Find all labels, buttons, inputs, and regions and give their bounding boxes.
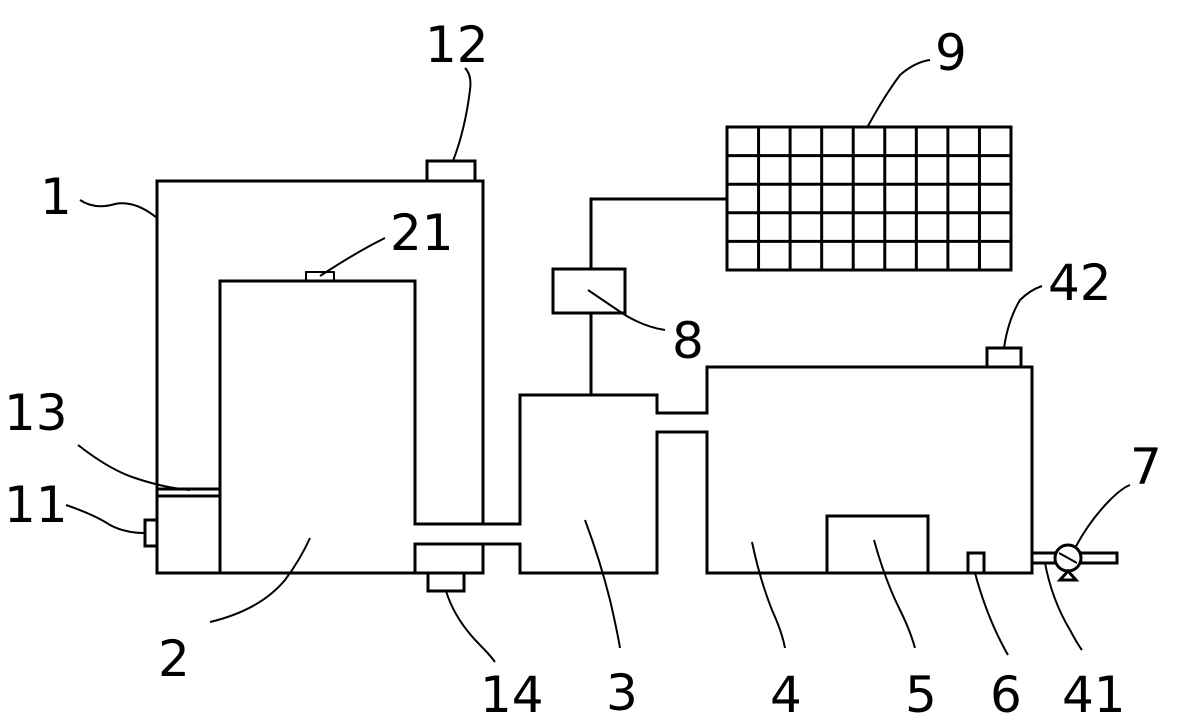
label-1: 1 — [40, 168, 72, 226]
leader-42 — [1003, 285, 1043, 349]
chamber-3 — [518, 393, 709, 526]
sensor-6 — [966, 551, 986, 575]
leader-1 — [79, 199, 158, 219]
label-3: 3 — [606, 664, 638, 722]
leader-12 — [452, 67, 472, 162]
leader-11 — [65, 504, 146, 534]
label-5: 5 — [905, 666, 937, 724]
leader-5 — [873, 539, 916, 649]
main-tank-4 — [705, 365, 1034, 575]
pipe-lower — [481, 542, 522, 575]
top-fitting-42 — [985, 346, 1023, 369]
block-5 — [825, 514, 930, 575]
top-fitting-12 — [425, 159, 477, 183]
leader-3 — [584, 519, 621, 649]
pump-7-base — [1056, 568, 1080, 582]
label-7: 7 — [1130, 438, 1162, 496]
leader-2 — [209, 537, 311, 623]
label-8: 8 — [672, 312, 704, 370]
pump-7-vane — [1058, 552, 1078, 564]
outlet-box-14 — [413, 542, 485, 575]
label-4: 4 — [770, 666, 802, 724]
leader-41 — [1044, 562, 1083, 651]
controller-8 — [551, 267, 627, 315]
leader-14 — [445, 590, 496, 663]
label-12: 12 — [425, 16, 489, 74]
solar-panel-frame — [725, 125, 1013, 272]
chamber-3-lower — [518, 430, 709, 575]
label-13: 13 — [4, 384, 68, 442]
leader-13 — [77, 444, 191, 491]
leader-7 — [1074, 484, 1131, 549]
label-14: 14 — [480, 666, 544, 724]
solar-panel-9 — [725, 125, 1013, 272]
label-2: 2 — [158, 630, 190, 688]
leader-21 — [319, 237, 386, 277]
inner-tank-2 — [218, 279, 522, 575]
leader-6 — [974, 572, 1009, 656]
inner-fitting-21 — [305, 271, 335, 282]
wire-controller-to-panel — [589, 197, 729, 271]
label-11: 11 — [4, 476, 68, 534]
leader-4 — [751, 541, 786, 649]
label-6: 6 — [990, 666, 1022, 724]
label-9: 9 — [935, 24, 967, 82]
label-41: 41 — [1062, 666, 1126, 724]
leader-9 — [867, 59, 931, 127]
label-42: 42 — [1048, 254, 1112, 312]
side-port-11 — [143, 518, 159, 548]
outer-tank-1 — [155, 179, 485, 575]
outlet-valve-14 — [426, 571, 466, 593]
leader-8 — [587, 289, 666, 331]
label-21: 21 — [390, 204, 454, 262]
